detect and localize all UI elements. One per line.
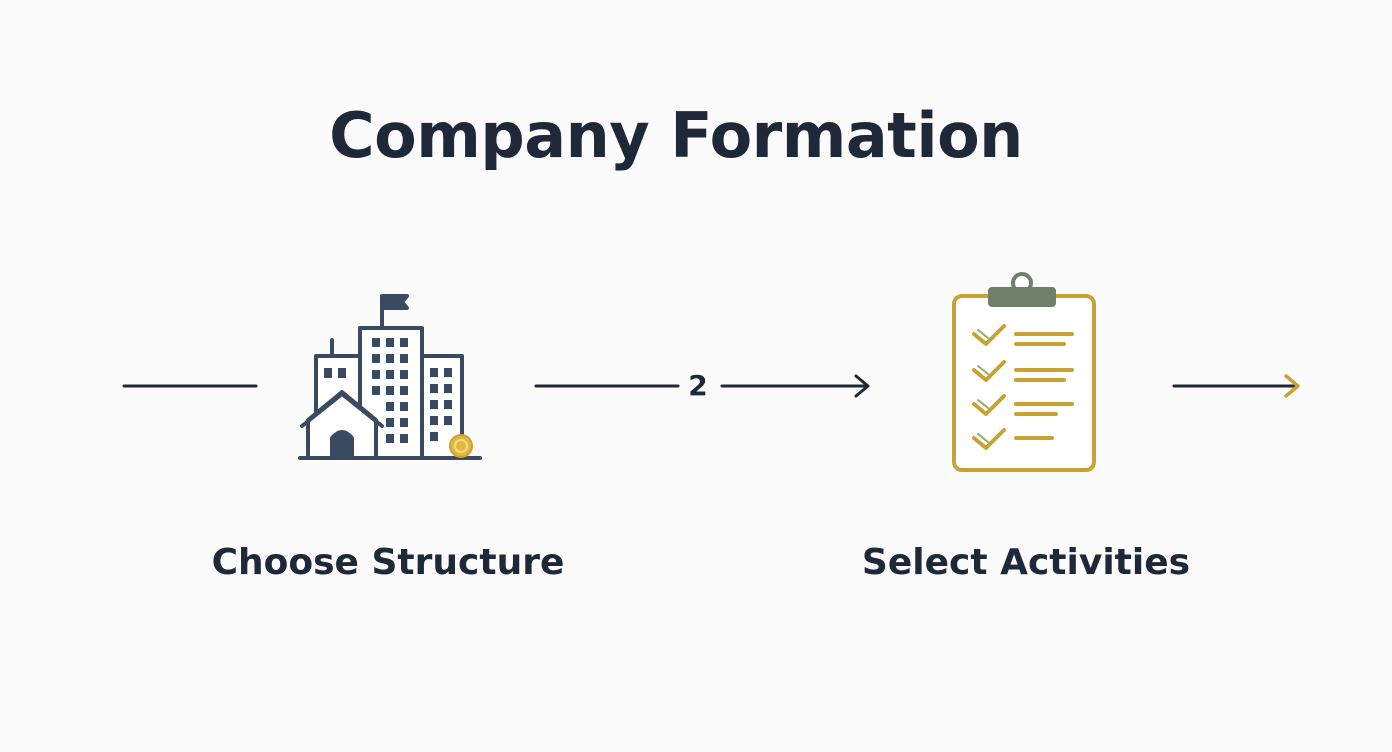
arrowhead-middle-icon bbox=[854, 374, 870, 398]
building-windows bbox=[324, 338, 452, 443]
step-label-select-activities: Select Activities bbox=[861, 542, 1191, 583]
step-label-choose-structure: Choose Structure bbox=[211, 542, 565, 583]
clipboard-checklist-icon bbox=[952, 272, 1096, 472]
diagram-title: Company Formation bbox=[329, 99, 1023, 172]
arrowhead-right-icon bbox=[1284, 374, 1300, 398]
coin-icon bbox=[449, 434, 473, 458]
connector-step-number: 2 bbox=[688, 369, 708, 402]
